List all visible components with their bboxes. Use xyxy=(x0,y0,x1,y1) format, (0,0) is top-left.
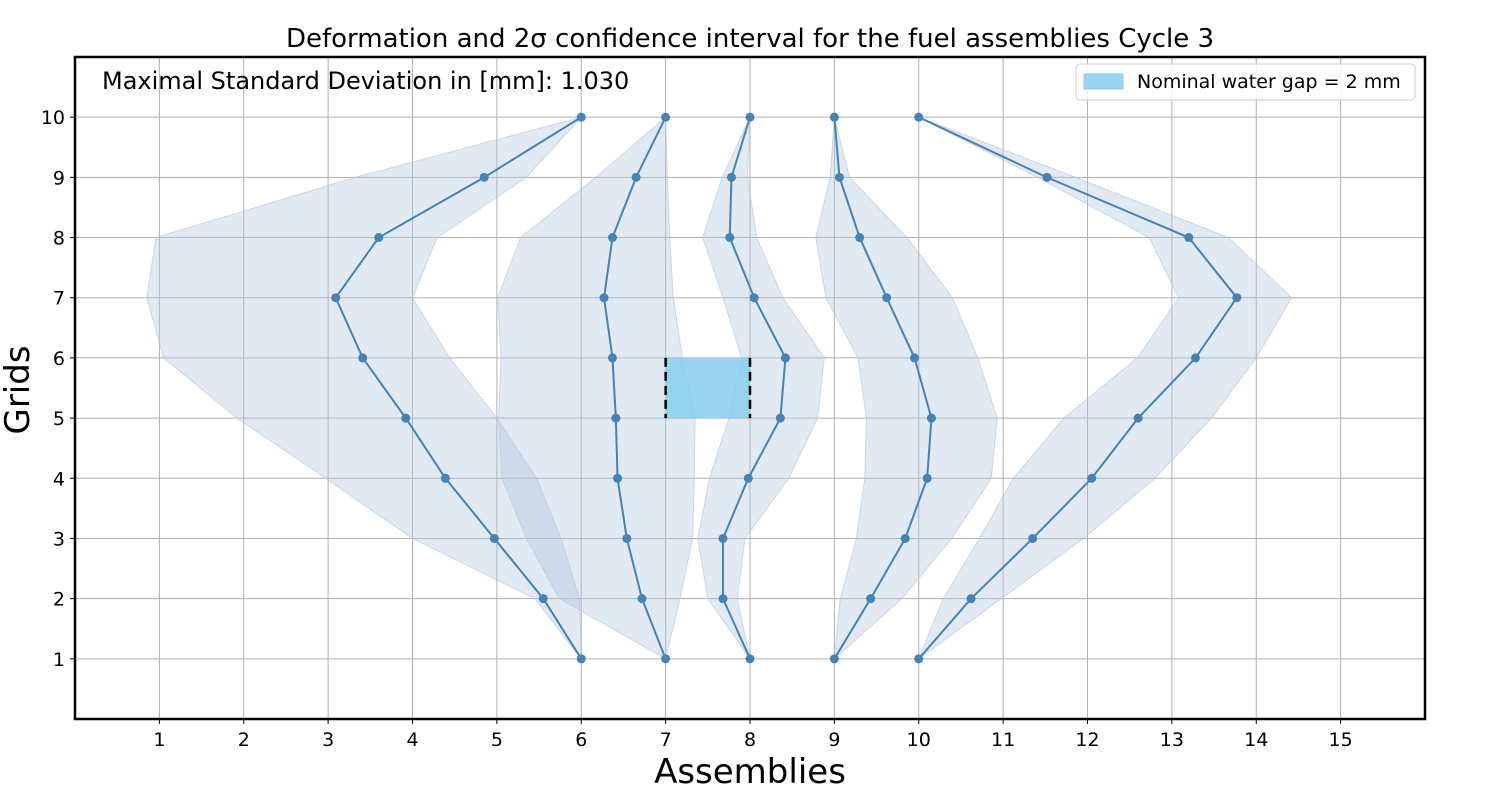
data-point xyxy=(358,353,368,363)
x-tick-label: 12 xyxy=(1075,729,1099,751)
assembly-line-5 xyxy=(917,116,1239,660)
data-point xyxy=(914,654,924,664)
chart-title: Deformation and 2σ confidence interval f… xyxy=(286,24,1214,54)
x-tick-label: 1 xyxy=(153,729,165,751)
y-tick-label: 10 xyxy=(41,107,65,129)
assembly-line-4 xyxy=(833,117,933,660)
y-tick-label: 4 xyxy=(53,468,65,490)
data-point xyxy=(829,654,839,664)
y-tick-label: 3 xyxy=(53,528,65,550)
y-tick-label: 8 xyxy=(53,228,65,250)
data-point xyxy=(780,353,790,363)
data-point xyxy=(637,594,647,604)
y-tick-label: 5 xyxy=(53,408,65,430)
data-point xyxy=(966,594,976,604)
data-point xyxy=(749,293,759,303)
y-tick-label: 9 xyxy=(53,167,65,189)
data-point xyxy=(489,533,499,543)
data-point xyxy=(374,233,384,243)
data-point xyxy=(726,172,736,182)
data-point xyxy=(576,654,586,664)
data-point xyxy=(718,533,728,543)
x-tick-label: 15 xyxy=(1329,729,1353,751)
y-tick-label: 7 xyxy=(53,288,65,310)
assembly-line-1 xyxy=(334,116,583,660)
data-point xyxy=(829,112,839,122)
data-point xyxy=(855,233,865,243)
data-point xyxy=(1087,473,1097,483)
data-point xyxy=(718,594,728,604)
x-tick-label: 5 xyxy=(491,729,503,751)
legend: Nominal water gap = 2 mm xyxy=(1075,63,1416,101)
x-tick-label: 13 xyxy=(1160,729,1184,751)
y-axis-label: Grids xyxy=(0,345,38,434)
legend-swatch xyxy=(1083,73,1124,90)
data-point xyxy=(613,473,623,483)
data-point xyxy=(607,233,617,243)
y-tick-label: 6 xyxy=(53,348,65,370)
data-point xyxy=(725,233,735,243)
x-tick-label: 7 xyxy=(660,729,672,751)
data-point xyxy=(900,533,910,543)
x-axis-label: Assemblies xyxy=(654,752,846,792)
data-point xyxy=(599,293,609,303)
data-point xyxy=(745,112,755,122)
data-point xyxy=(743,473,753,483)
y-tick-labels: 1 2 3 4 5 6 7 8 9 10 xyxy=(41,107,75,671)
data-point xyxy=(922,473,932,483)
legend-box xyxy=(1075,63,1416,101)
max-std-annotation: Maximal Standard Deviation in [mm]: 1.03… xyxy=(102,67,629,95)
x-tick-label: 2 xyxy=(238,729,250,751)
data-point xyxy=(1028,533,1038,543)
series-lines xyxy=(334,116,1239,660)
series-points xyxy=(331,112,1242,664)
assembly-line-2 xyxy=(603,116,667,660)
x-tick-label: 6 xyxy=(575,729,587,751)
data-point xyxy=(401,413,411,423)
data-point xyxy=(631,172,641,182)
x-tick-label: 14 xyxy=(1244,729,1268,751)
data-point xyxy=(611,413,621,423)
y-tick-label: 1 xyxy=(53,649,65,671)
data-point xyxy=(1191,353,1200,363)
data-point xyxy=(910,353,920,363)
x-tick-label: 9 xyxy=(828,729,840,751)
data-point xyxy=(866,594,876,604)
data-point xyxy=(745,654,755,664)
data-point xyxy=(775,413,785,423)
data-point xyxy=(1133,413,1143,423)
data-point xyxy=(479,172,489,182)
y-tick-label: 2 xyxy=(53,589,65,611)
data-point xyxy=(1042,172,1052,182)
data-point xyxy=(926,413,936,423)
data-point xyxy=(607,353,617,363)
data-point xyxy=(440,473,450,483)
data-point xyxy=(331,293,341,303)
x-tick-label: 11 xyxy=(991,729,1015,751)
x-tick-label: 10 xyxy=(907,729,931,751)
x-tick-label: 3 xyxy=(322,729,334,751)
data-point xyxy=(834,172,844,182)
assembly-line-3 xyxy=(722,116,787,660)
water-gap xyxy=(664,357,752,419)
data-point xyxy=(538,594,548,604)
data-point xyxy=(576,112,586,122)
data-point xyxy=(661,654,671,664)
legend-entry-label: Nominal water gap = 2 mm xyxy=(1137,71,1401,93)
data-point xyxy=(622,533,632,543)
x-tick-label: 8 xyxy=(744,729,756,751)
data-point xyxy=(661,112,671,122)
data-point xyxy=(1232,293,1242,303)
data-point xyxy=(1184,233,1194,243)
water-gap-rect xyxy=(665,357,750,419)
x-tick-label: 4 xyxy=(406,729,418,751)
data-point xyxy=(882,293,892,303)
data-point xyxy=(914,112,924,122)
